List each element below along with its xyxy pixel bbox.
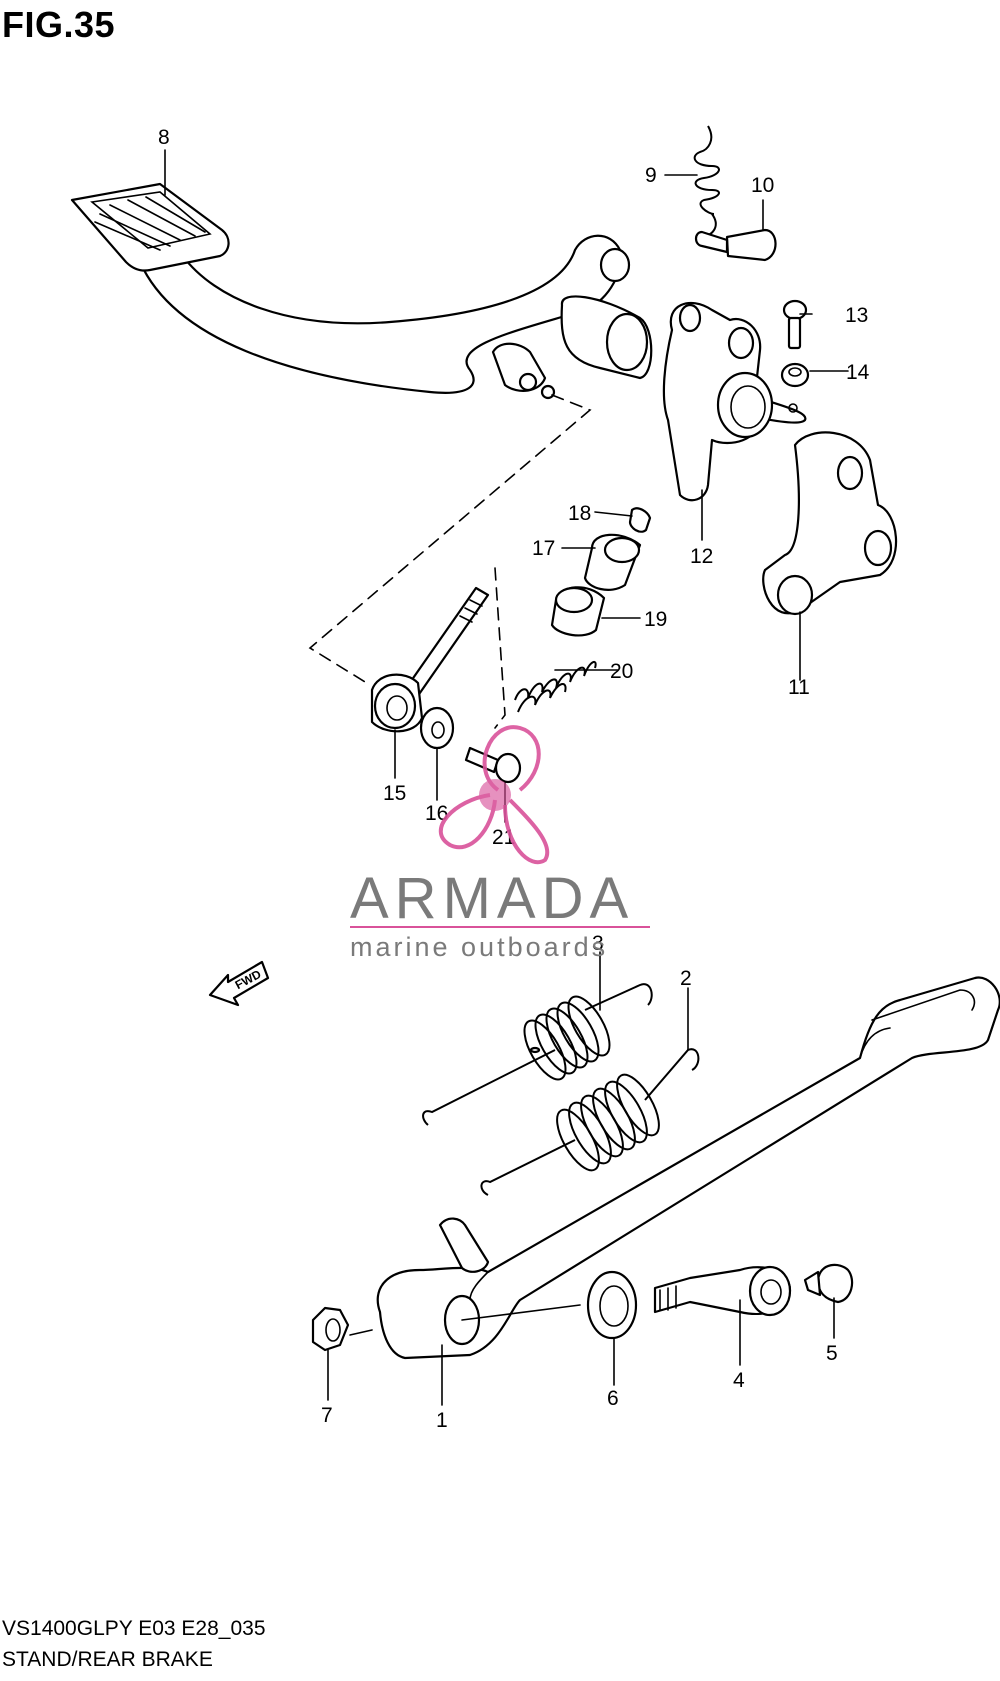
pivot-bolt-part-4 — [653, 1265, 792, 1317]
bolt-part-21 — [464, 746, 522, 784]
callout-leader-lines — [164, 149, 849, 1406]
joint-part-15 — [370, 673, 424, 733]
spring-part-9 — [693, 125, 720, 239]
callout-13: 13 — [845, 304, 868, 327]
callout-5: 5 — [826, 1342, 838, 1365]
callout-19: 19 — [644, 608, 667, 631]
cap-part-19 — [550, 586, 606, 637]
spring-part-20 — [514, 660, 597, 713]
washer-part-6 — [586, 1270, 638, 1340]
callout-15: 15 — [383, 782, 406, 805]
figure-title: FIG.35 — [2, 4, 116, 45]
link-part-11 — [762, 431, 897, 616]
side-stand-part-1 — [376, 976, 1000, 1360]
washer-part-16 — [419, 706, 455, 750]
callout-18: 18 — [568, 502, 591, 525]
callout-17: 17 — [532, 537, 555, 560]
assembly-dashed-lines — [308, 394, 592, 729]
callout-10: 10 — [751, 174, 774, 197]
callout-3: 3 — [592, 932, 604, 955]
bolt-part-10 — [694, 228, 777, 262]
brake-arm-part-12 — [662, 301, 807, 502]
callout-21: 21 — [492, 826, 515, 849]
spring-part-3 — [422, 983, 653, 1126]
fwd-arrow-icon: FWD — [208, 960, 270, 1007]
screw-part-13 — [782, 299, 808, 350]
model-code: VS1400GLPY E03 E28_035 — [2, 1617, 266, 1640]
callout-1: 1 — [436, 1409, 448, 1432]
cap-part-5 — [803, 1263, 854, 1304]
callout-4: 4 — [733, 1369, 745, 1392]
nut-part-7 — [311, 1306, 350, 1352]
callout-20: 20 — [610, 660, 633, 683]
joint-part-17 — [583, 533, 642, 591]
callout-7: 7 — [321, 1404, 333, 1427]
brake-pedal-part-8 — [70, 182, 653, 400]
nut-part-14 — [780, 362, 810, 388]
callout-11: 11 — [788, 676, 810, 699]
callout-14: 14 — [846, 361, 870, 384]
callout-6: 6 — [607, 1387, 619, 1410]
clip-part-18 — [628, 507, 652, 533]
section-name: STAND/REAR BRAKE — [2, 1648, 213, 1671]
callout-2: 2 — [680, 967, 692, 990]
callout-8: 8 — [158, 126, 170, 149]
callout-16: 16 — [425, 802, 448, 825]
callout-9: 9 — [645, 164, 657, 187]
callout-12: 12 — [690, 545, 713, 568]
